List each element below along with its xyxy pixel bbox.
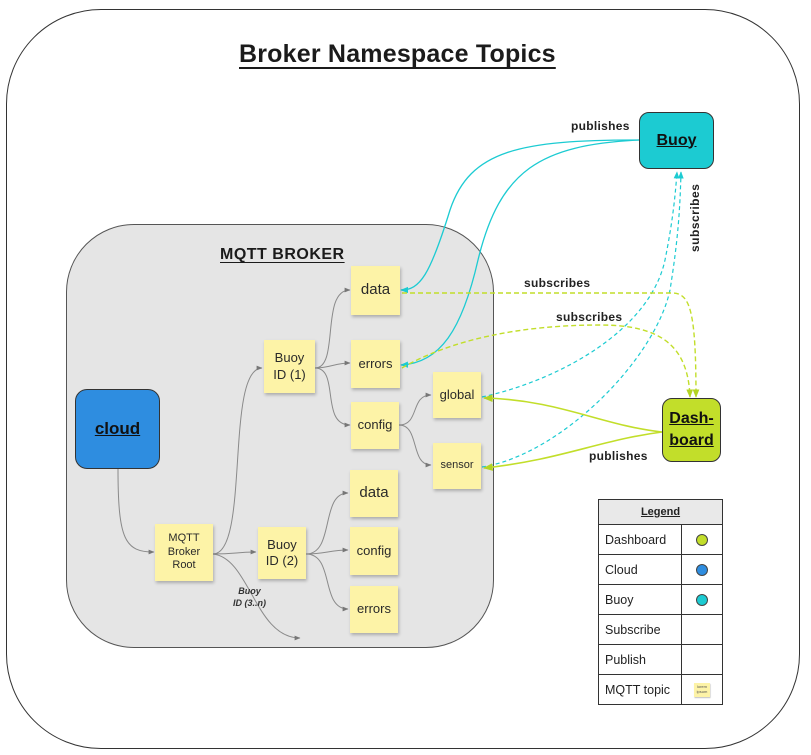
edge-label-dashboard-publishes: publishes xyxy=(589,449,648,463)
legend-label-subscribe: Subscribe xyxy=(599,615,682,644)
topic-buoy2-errors[interactable]: errors xyxy=(350,586,398,633)
topic-global[interactable]: global xyxy=(433,372,481,418)
legend-label-buoy: Buoy xyxy=(599,585,682,614)
legend-title: Legend xyxy=(599,500,722,525)
cloud-node[interactable]: cloud xyxy=(75,389,160,469)
topic-broker-root-line2: Broker xyxy=(167,545,201,558)
buoy-subscribe-edges xyxy=(481,171,684,468)
topic-buoy-id-n-line1: Buoy xyxy=(238,586,261,596)
cloud-circle-icon xyxy=(696,563,708,576)
topic-buoy-id-n: Buoy ID (3..n) xyxy=(233,586,266,609)
dashboard-label-line1: Dash- xyxy=(669,410,714,428)
legend-row-subscribe: Subscribe xyxy=(599,615,722,645)
legend-label-publish: Publish xyxy=(599,645,682,674)
legend-row-cloud: Cloud xyxy=(599,555,722,585)
dashed-arrow-icon xyxy=(682,615,722,644)
topic-tree-edges xyxy=(117,287,432,641)
topic-buoy-id-2-line1: Buoy xyxy=(267,536,297,552)
solid-arrow-icon xyxy=(682,645,722,674)
buoy-node[interactable]: Buoy xyxy=(639,112,714,169)
topic-broker-root-line3: Root xyxy=(172,559,196,572)
dashboard-label-line2: board xyxy=(669,432,714,449)
diagram-title: Broker Namespace Topics xyxy=(239,40,556,68)
buoy-publish-edges xyxy=(400,139,640,368)
buoy-circle-icon xyxy=(696,593,708,606)
edge-label-dashboard-subscribes-2: subscribes xyxy=(556,310,623,324)
topic-buoy-id-2[interactable]: Buoy ID (2) xyxy=(258,527,306,579)
topic-buoy1-data[interactable]: data xyxy=(351,266,400,315)
topic-buoy-id-1[interactable]: Buoy ID (1) xyxy=(264,340,315,393)
topic-buoy-id-1-line2: ID (1) xyxy=(273,366,306,382)
dashboard-circle-icon xyxy=(696,533,708,546)
legend-label-dashboard: Dashboard xyxy=(599,525,682,554)
broker-title: MQTT BROKER xyxy=(220,246,345,263)
topic-buoy2-data[interactable]: data xyxy=(350,470,398,517)
edge-label-dashboard-subscribes-1: subscribes xyxy=(524,276,591,290)
edge-label-buoy-publishes: publishes xyxy=(571,119,630,133)
legend-label-mqtt-topic: MQTT topic xyxy=(599,675,682,704)
topic-buoy-id-n-line2: ID (3..n) xyxy=(233,597,266,608)
topic-buoy1-errors[interactable]: errors xyxy=(351,340,400,388)
topic-sensor[interactable]: sensor xyxy=(433,443,481,489)
topic-buoy1-config[interactable]: config xyxy=(351,402,399,449)
legend: Legend Dashboard Cloud Buoy Subscribe Pu… xyxy=(598,499,723,705)
topic-buoy2-config[interactable]: config xyxy=(350,527,398,575)
legend-label-cloud: Cloud xyxy=(599,555,682,584)
edge-label-buoy-subscribes: subscribes xyxy=(688,183,702,252)
sticky-sample-line2: ipsum xyxy=(696,688,708,694)
dashboard-subscribe-edges xyxy=(401,292,700,398)
sticky-sample-line1: lorem xyxy=(696,684,707,690)
legend-row-buoy: Buoy xyxy=(599,585,722,615)
topic-broker-root[interactable]: MQTT Broker Root xyxy=(155,524,213,581)
legend-row-dashboard: Dashboard xyxy=(599,525,722,555)
topic-broker-root-line1: MQTT xyxy=(168,531,200,544)
topic-buoy-id-2-line2: ID (2) xyxy=(265,553,299,568)
dashboard-publish-edges xyxy=(483,394,663,471)
dashboard-node[interactable]: Dash- board xyxy=(662,398,721,462)
legend-row-mqtt-topic: MQTT topic lorem ipsum xyxy=(599,675,722,704)
sticky-note-icon: lorem ipsum xyxy=(694,682,710,697)
legend-row-publish: Publish xyxy=(599,645,722,675)
topic-buoy-id-1-line1: Buoy xyxy=(274,350,305,366)
